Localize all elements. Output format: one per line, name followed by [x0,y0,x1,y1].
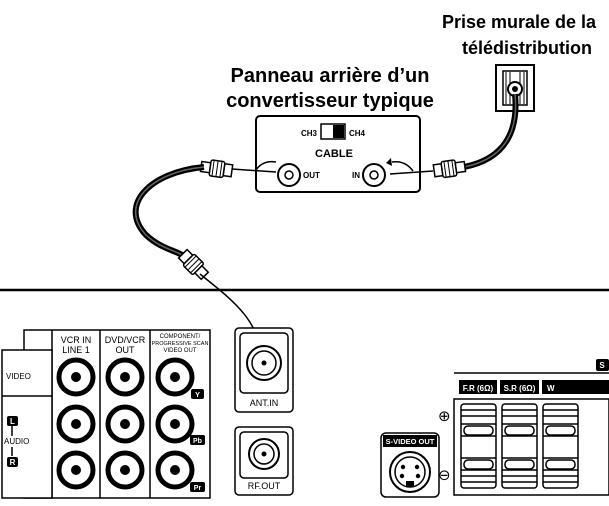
col-dvd-line2: OUT [116,345,136,355]
jack-dvd-audio-r [105,450,145,490]
cable-wall-to-converter [389,93,519,179]
speaker-terminal-sr [501,403,538,489]
rf-out-connector: RF.OUT [234,426,294,496]
converter-out-label: OUT [303,171,320,180]
col-comp-line3: VIDEO OUT [163,348,196,354]
comp-pb-badge [190,435,205,445]
speaker-w-label-box [542,380,609,394]
speaker-fr-label-box [459,380,497,394]
speaker-sr-label-box [500,380,539,394]
wall-outlet [495,64,535,112]
speaker-w-label: W [547,384,555,393]
col-vcr-line1: VCR IN [61,335,92,345]
converter-cable-label: CABLE [315,148,353,160]
cable-converter-to-tv [132,159,277,361]
av-input-panel: VCR IN LINE 1 DVD/VCR OUT COMPONENT/ PRO… [1,329,211,499]
wall-outlet-label-line1: Prise murale de la [442,12,597,32]
svideo-out-connector: S-VIDEO OUT [380,432,440,498]
jack-vcr-audio-r [56,450,96,490]
jack-vcr-video [56,357,96,397]
minus-symbol: ⊖ [438,467,451,484]
speaker-fr-label: F.R (6Ω) [463,384,494,393]
f-connector-down [177,248,210,281]
speaker-terminal-fr [460,403,497,489]
converter-ch4-label: CH4 [349,129,366,138]
speaker-terminal-w [542,403,579,489]
jack-comp-pb [155,404,195,444]
comp-pr-badge [190,482,205,492]
svg-text:Y: Y [195,390,200,399]
converter-in-label: IN [352,171,360,180]
f-connector-right [432,159,467,179]
speaker-terminals: S F.R (6Ω) S.R (6Ω) W ⊕ ⊖ [438,359,609,496]
ant-in-label: ANT.IN [250,398,279,408]
rf-out-label: RF.OUT [248,481,281,491]
plus-symbol: ⊕ [438,408,451,425]
svg-text:L: L [10,417,15,426]
comp-y-badge [191,389,204,399]
row-video-label: VIDEO [6,372,31,381]
jack-vcr-audio-l [56,404,96,444]
converter-title-line1: Panneau arrière d’un [231,65,430,87]
col-dvd-line1: DVD/VCR [105,335,146,345]
svideo-out-label: S-VIDEO OUT [386,437,435,446]
svg-text:R: R [10,458,16,467]
ant-in-connector: ANT.IN [234,327,294,413]
row-audio-label: AUDIO [4,437,29,446]
f-connector-left [199,159,234,179]
audio-l-badge [7,416,18,426]
channel-switch [320,123,346,140]
jack-dvd-video [105,357,145,397]
jack-comp-pr [155,450,195,490]
jack-dvd-audio-l [105,404,145,444]
col-vcr-line2: LINE 1 [62,345,90,355]
col-comp-line2: PROGRESSIVE SCAN [152,341,209,347]
jack-comp-y [155,357,195,397]
converter-panel: CH3 CH4 CABLE OUT IN [255,115,421,193]
wall-outlet-label-line2: télédistribution [462,38,592,58]
svg-text:S: S [599,361,605,370]
converter-title-line2: convertisseur typique [226,90,434,112]
speaker-sr-label: S.R (6Ω) [504,384,536,393]
audio-r-badge [7,457,18,467]
converter-ch3-label: CH3 [301,129,318,138]
svg-text:Pb: Pb [193,438,202,445]
svg-text:Pr: Pr [194,485,202,492]
col-comp-line1: COMPONENT/ [160,334,201,340]
speaker-badge [596,359,609,371]
